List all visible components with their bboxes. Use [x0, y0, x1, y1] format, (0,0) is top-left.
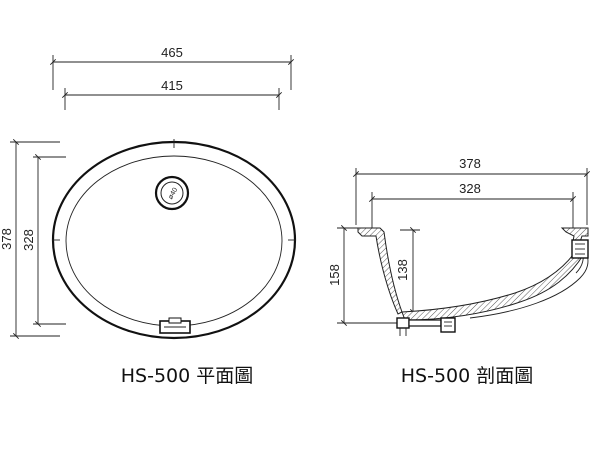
section-inner-height-label: 138 [395, 259, 410, 281]
drain-icon: ø40 [154, 175, 190, 211]
inner-width-label: 415 [161, 78, 183, 93]
plan-view: 465 415 378 328 [0, 45, 297, 387]
section-view-title: HS-500 剖面圖 [401, 365, 534, 387]
basin-plan-outline [51, 139, 297, 340]
inner-depth-label: 328 [21, 229, 36, 251]
overflow-fitting [159, 317, 191, 334]
section-inner-width-label: 328 [459, 181, 481, 196]
dimension-section-inner-height: 138 [395, 226, 420, 316]
plan-view-title: HS-500 平面圖 [121, 365, 254, 387]
dimension-section-inner-width: 328 [368, 181, 577, 228]
outer-depth-label: 378 [0, 228, 14, 250]
section-outer-width-label: 378 [459, 156, 481, 171]
basin-section-profile [357, 227, 589, 336]
section-height-label: 158 [327, 264, 342, 286]
outer-width-label: 465 [161, 45, 183, 60]
dimension-inner-width: 415 [61, 78, 283, 110]
dimension-inner-depth: 328 [21, 153, 66, 328]
section-view: 378 328 158 138 [327, 156, 591, 387]
dimension-outer-depth: 378 [0, 138, 60, 340]
dimension-section-outer-width: 378 [352, 156, 591, 225]
dimension-outer-width: 465 [49, 45, 295, 90]
dimension-section-height: 158 [327, 224, 400, 327]
